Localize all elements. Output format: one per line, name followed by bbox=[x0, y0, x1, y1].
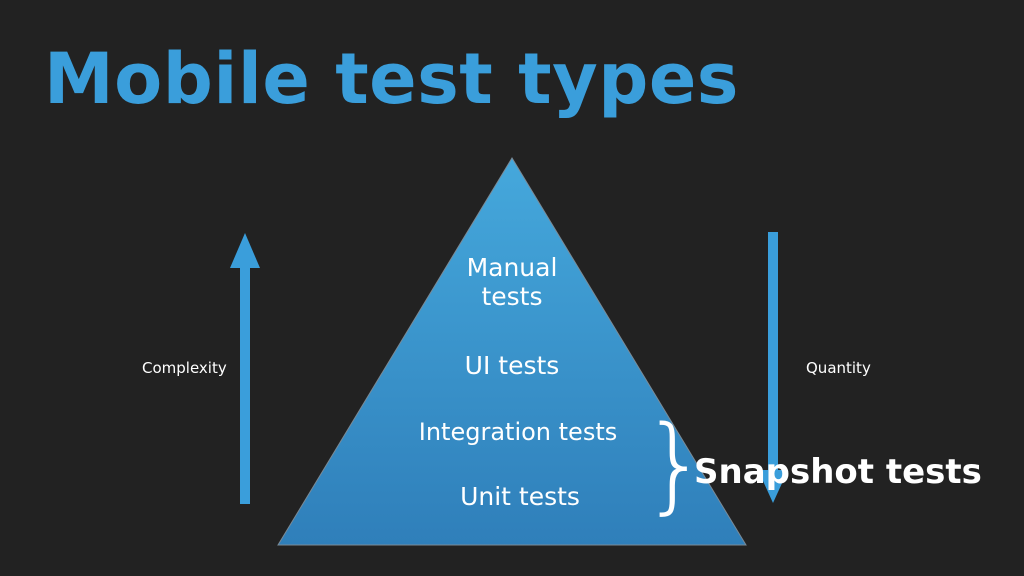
complexity-arrow bbox=[230, 233, 260, 504]
pyramid-triangle bbox=[277, 157, 747, 546]
layer-ui-tests: UI tests bbox=[464, 351, 560, 380]
slide-title: Mobile test types bbox=[44, 38, 739, 120]
layer-manual-tests: Manual tests bbox=[466, 253, 558, 311]
layer-integration-tests: Integration tests bbox=[418, 418, 618, 446]
quantity-label: Quantity bbox=[806, 359, 871, 377]
quantity-arrow bbox=[758, 232, 788, 503]
snapshot-tests-label: Snapshot tests bbox=[694, 452, 982, 492]
snapshot-bracket-icon: } bbox=[642, 403, 709, 525]
complexity-label: Complexity bbox=[142, 359, 227, 377]
layer-unit-tests: Unit tests bbox=[460, 482, 580, 511]
